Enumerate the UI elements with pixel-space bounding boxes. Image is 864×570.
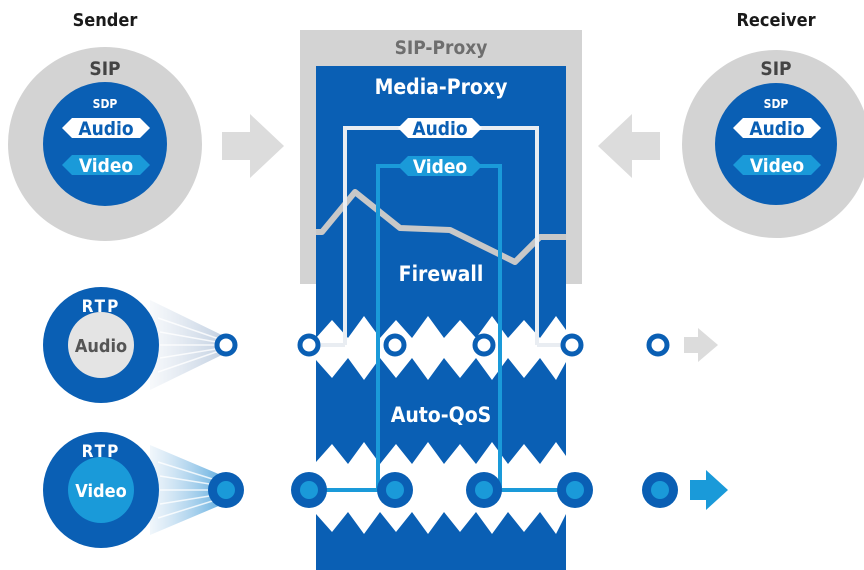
audio-port-1 [297,333,321,357]
sender-sip-label: SIP [89,58,120,80]
audio-port-out [646,333,670,357]
video-port-4-inner [566,481,584,499]
audio-output-arrow-icon [684,328,718,362]
receiver-heading: Receiver [736,10,815,31]
rtp-audio-label: Audio [75,336,127,357]
sender-sdp-label: SDP [93,97,118,111]
sender-audio-label: Audio [78,118,133,140]
sender-video-label: Video [79,155,134,177]
sender-sip-disc: SIP SDP Audio Video [8,47,202,241]
rtp-audio-port [214,333,238,357]
video-output-arrow-icon [690,470,728,510]
receiver-to-proxy-arrow-icon [598,114,660,178]
sender-audio-tag [62,118,150,138]
video-ports [291,472,678,508]
proxy-audio-tag: Audio [398,118,482,140]
receiver-audio-label: Audio [749,118,804,140]
video-port-out-inner [651,481,669,499]
receiver-audio-tag [733,118,821,138]
receiver-video-tag [733,155,821,175]
receiver-video-label: Video [750,155,805,177]
rtp-video-inner [68,457,134,523]
audio-zigzag-band [316,316,566,380]
audio-port-2 [383,333,407,357]
rtp-audio-rtp-label: RTP [82,297,121,317]
rtp-video-rtp-label: RTP [82,442,121,462]
video-port-3-inner [475,481,493,499]
receiver-sip-label: SIP [760,58,791,80]
sender-to-proxy-arrow-icon [222,114,284,178]
firewall-label: Firewall [399,262,484,286]
proxy-audio-label: Audio [412,118,467,140]
receiver-sip-disc: SIP SDP Audio Video [682,50,864,238]
video-port-2-inner [386,481,404,499]
proxy-video-tag: Video [398,156,482,178]
rtp-video-label: Video [75,481,126,502]
sender-video-tag [62,155,150,175]
rtp-audio-inner [68,312,134,378]
rtp-video-source: RTP Video [43,432,244,548]
audio-ports [297,333,670,357]
receiver-sdp-label: SDP [764,97,789,111]
sender-heading: Sender [73,10,138,31]
media-proxy-label: Media-Proxy [375,75,508,99]
rtp-video-port-inner [217,481,235,499]
rtp-audio-source: RTP Audio [43,287,238,403]
sip-proxy-label: SIP-Proxy [395,37,488,59]
proxy-video-label: Video [413,156,468,178]
audio-port-3 [472,333,496,357]
audio-port-4 [560,333,584,357]
video-port-1-inner [300,481,318,499]
auto-qos-label: Auto-QoS [391,403,492,427]
rtp-audio-beam-lines [157,317,223,373]
